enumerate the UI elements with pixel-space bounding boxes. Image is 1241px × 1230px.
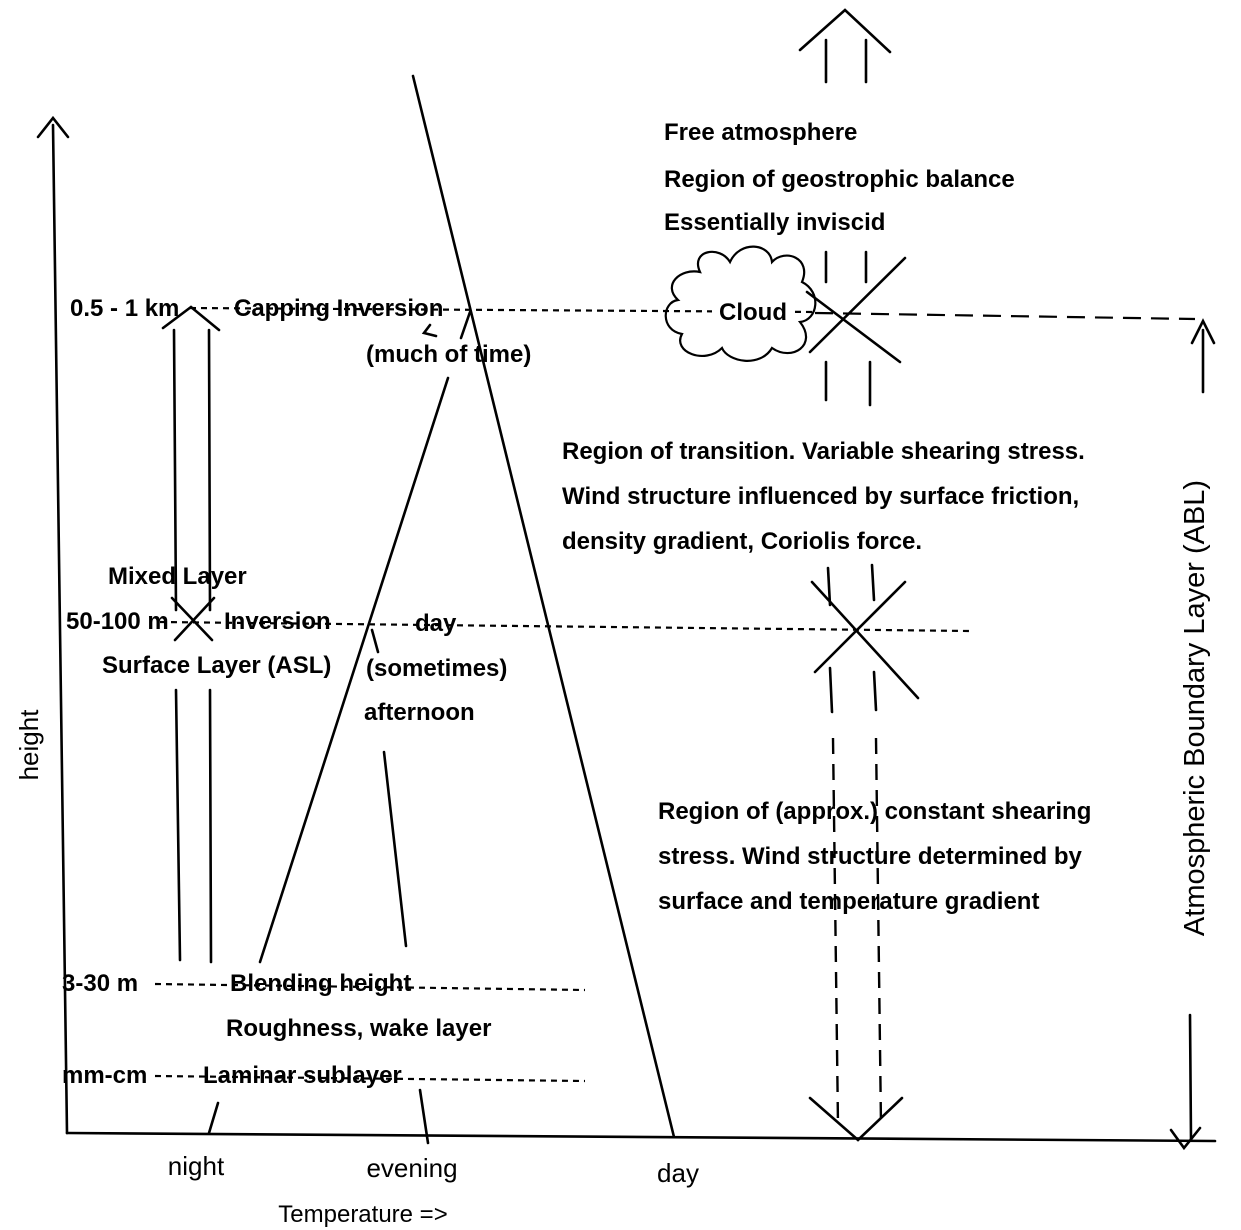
abl-label: Atmospheric Boundary Layer (ABL) bbox=[1179, 480, 1211, 936]
free-atmosphere-line-2: Region of geostrophic balance bbox=[664, 166, 1015, 193]
inversion-level-line bbox=[159, 620, 971, 633]
laminar-sublayer-label: Laminar sublayer bbox=[203, 1062, 402, 1089]
mid-shaft-3 bbox=[828, 666, 834, 714]
height-label-blend: 3-30 m bbox=[62, 970, 138, 997]
free-atmosphere-line-3: Essentially inviscid bbox=[664, 209, 885, 236]
cloud-label: Cloud bbox=[719, 299, 787, 326]
x-tick-night: night bbox=[168, 1151, 225, 1181]
constant-stress-line-3: surface and temperature gradient bbox=[658, 888, 1039, 915]
evening-profile-line bbox=[258, 376, 450, 964]
mid-shaft-2 bbox=[870, 563, 876, 602]
left-arrow-upper-2 bbox=[207, 328, 212, 612]
much-of-time-arrow bbox=[421, 323, 438, 338]
x-axis-label: Temperature => bbox=[278, 1201, 447, 1228]
bottom-arrowhead bbox=[808, 1096, 904, 1142]
day-profile-line bbox=[411, 74, 676, 1139]
mixed-layer-cross-1 bbox=[170, 596, 214, 642]
mid-shaft-1 bbox=[826, 566, 832, 607]
constant-stress-line-1: Region of (approx.) constant shearing bbox=[658, 798, 1091, 825]
surface-layer-label: Surface Layer (ASL) bbox=[102, 652, 331, 679]
abl-arrow bbox=[1169, 318, 1216, 1151]
capping-level-line bbox=[189, 306, 816, 314]
tick-evening bbox=[418, 1088, 430, 1145]
afternoon-label: afternoon bbox=[364, 699, 475, 726]
upper-cross-1 bbox=[805, 290, 902, 364]
top-arrowhead bbox=[798, 8, 892, 54]
transition-line-3: density gradient, Coriolis force. bbox=[562, 528, 922, 555]
y-axis-line bbox=[51, 123, 69, 1135]
abl-arrowhead-bottom bbox=[1169, 1126, 1202, 1151]
roughness-label: Roughness, wake layer bbox=[226, 1015, 491, 1042]
blending-height-label: Blending height bbox=[230, 970, 411, 997]
temperature-profiles bbox=[258, 74, 676, 1139]
cloud-outline bbox=[664, 245, 817, 362]
abl-arrowhead-top bbox=[1190, 318, 1216, 345]
lower-dashed-shaft-2 bbox=[874, 737, 883, 1126]
mid-cross-2 bbox=[813, 580, 907, 674]
x-tick-evening: evening bbox=[366, 1153, 457, 1183]
y-axis-arrowhead bbox=[36, 115, 70, 139]
tick-night bbox=[207, 1101, 220, 1135]
left-arrow-lower-2 bbox=[208, 688, 213, 964]
y-axis-label: height bbox=[14, 709, 44, 781]
level-lines bbox=[154, 306, 1196, 1083]
x-axis-line bbox=[65, 1131, 1217, 1143]
afternoon-pointer-line bbox=[382, 750, 408, 948]
blending-level-line bbox=[154, 982, 586, 992]
left-arrow-upper-1 bbox=[172, 328, 178, 612]
day-pointer-tick bbox=[370, 628, 380, 654]
height-label-laminar: mm-cm bbox=[62, 1062, 147, 1089]
mid-cross-1 bbox=[810, 580, 920, 700]
height-label-mid: 50-100 m bbox=[66, 608, 169, 635]
inversion-label: Inversion bbox=[224, 608, 331, 635]
mixed-layer-label: Mixed Layer bbox=[108, 563, 247, 590]
sometimes-label: (sometimes) bbox=[366, 655, 507, 682]
transition-line-1: Region of transition. Variable shearing … bbox=[562, 438, 1085, 465]
right-wind-arrows bbox=[798, 8, 920, 1142]
mixed-layer-cross-2 bbox=[173, 596, 216, 642]
mixed-layer-arrows bbox=[161, 305, 221, 964]
much-of-time-label: (much of time) bbox=[366, 341, 531, 368]
day-level-label: day bbox=[415, 610, 457, 637]
mid-shaft-4 bbox=[872, 670, 878, 712]
upper-cross-2 bbox=[808, 256, 907, 354]
free-atmosphere-line-1: Free atmosphere bbox=[664, 119, 857, 146]
cloud-label-bg bbox=[712, 296, 794, 326]
abl-arrow-lower-shaft bbox=[1188, 1013, 1193, 1142]
axes bbox=[36, 115, 1217, 1145]
lower-dashed-shaft-1 bbox=[831, 737, 840, 1126]
transition-line-2: Wind structure influenced by surface fri… bbox=[562, 483, 1079, 510]
cloud: Cloud bbox=[664, 245, 817, 362]
x-tick-day: day bbox=[657, 1158, 699, 1188]
left-arrow-lower-1 bbox=[174, 688, 182, 962]
capping-tick bbox=[459, 310, 472, 340]
constant-stress-line-2: stress. Wind structure determined by bbox=[658, 843, 1083, 870]
abl-top-line bbox=[814, 311, 1196, 321]
laminar-level-line bbox=[154, 1074, 586, 1083]
height-label-top: 0.5 - 1 km bbox=[70, 295, 179, 322]
capping-inversion-label: Capping Inversion bbox=[234, 295, 443, 322]
